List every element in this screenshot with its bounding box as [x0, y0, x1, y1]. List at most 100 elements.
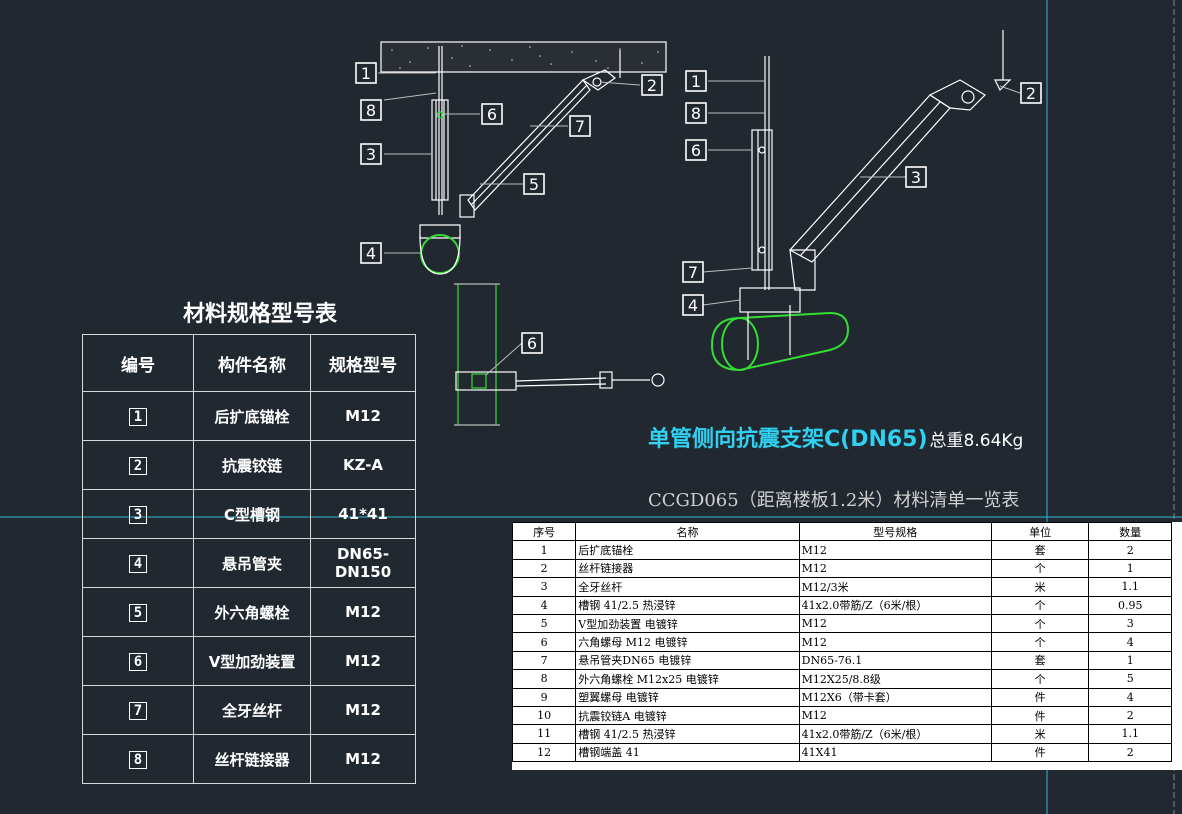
spec-cell-spec: DN65-DN150 — [310, 538, 416, 588]
bom-cell-name: 抗震铰链A 电镀锌 — [575, 705, 800, 726]
bom-cell-no: 7 — [511, 650, 577, 671]
bom-cell-no: 3 — [511, 577, 577, 597]
spec-header-spec: 规格型号 — [310, 334, 416, 392]
spec-number-box: 2 — [129, 456, 147, 475]
callout-box-side: 6 — [521, 332, 543, 354]
bom-cell-qty: 4 — [1088, 632, 1172, 652]
bom-title: CCGD065（距离楼板1.2米）材料清单一览表 — [648, 490, 1020, 511]
bom-cell-unit: 个 — [990, 632, 1090, 652]
bom-cell-name: 六角螺母 M12 电镀锌 — [575, 632, 800, 652]
bom-cell-unit: 个 — [990, 613, 1090, 634]
bom-cell-qty: 2 — [1088, 742, 1172, 763]
vertical-channel — [431, 99, 449, 201]
vertical-channel-iso — [751, 129, 773, 271]
spec-cell-name: V型加劲装置 — [193, 636, 311, 686]
spec-cell-no: 5 — [82, 587, 194, 637]
bom-cell-spec: 41x2.0带筋/Z（6米/根） — [798, 724, 992, 744]
bom-cell-qty: 0.95 — [1088, 595, 1172, 615]
callout-box-right: 1 — [685, 70, 707, 92]
callout-box-right: 8 — [685, 102, 707, 124]
callout-box-left: 8 — [360, 99, 382, 121]
spec-number-box: 3 — [129, 505, 147, 524]
bom-cell-name: 悬吊管夹DN65 电镀锌 — [575, 650, 800, 671]
drawing-title-weight: 总重8.64Kg — [929, 431, 1024, 451]
right-isometric-view — [710, 30, 1012, 372]
callout-number: 8 — [366, 101, 376, 120]
callout-box-left: 4 — [360, 242, 382, 264]
callout-number: 5 — [529, 175, 539, 194]
spec-number-box: 4 — [129, 554, 147, 573]
side-view — [454, 283, 665, 426]
bom-cell-unit: 米 — [990, 724, 1090, 744]
spec-cell-no: 6 — [82, 636, 194, 686]
spec-cell-spec: M12 — [310, 636, 416, 686]
callout-number: 7 — [575, 117, 585, 136]
bom-cell-qty: 1 — [1088, 558, 1172, 579]
bom-cell-qty: 3 — [1088, 613, 1172, 634]
callout-number: 4 — [688, 296, 698, 315]
bom-cell-spec: M12 — [798, 558, 992, 579]
bom-cell-name: 槽钢 41/2.5 热浸锌 — [575, 595, 800, 615]
spec-cell-name: 全牙丝杆 — [193, 685, 311, 735]
bom-cell-qty: 4 — [1088, 687, 1172, 707]
spec-cell-spec: M12 — [310, 587, 416, 637]
spec-cell-name: C型槽钢 — [193, 489, 311, 539]
bom-cell-spec: 41x2.0带筋/Z（6米/根） — [798, 595, 992, 615]
spec-cell-spec: M12 — [310, 391, 416, 441]
bom-cell-spec: M12 — [798, 540, 992, 560]
spec-table-title: 材料规格型号表 — [182, 302, 337, 327]
bom-cell-name: 后扩底锚栓 — [575, 540, 800, 560]
callout-number: 2 — [1026, 84, 1036, 103]
spec-cell-spec: M12 — [310, 685, 416, 735]
bom-header-row: 序号 名称 型号规格 单位 数量 — [511, 521, 1172, 542]
bom-cell-unit: 米 — [990, 577, 1090, 597]
bom-cell-spec: M12X6（带卡套） — [798, 687, 992, 707]
spec-cell-name: 抗震铰链 — [193, 440, 311, 490]
spec-cell-no: 4 — [82, 538, 194, 588]
callout-number: 3 — [366, 145, 376, 164]
bom-cell-no: 8 — [511, 669, 577, 689]
bom-header-name: 名称 — [575, 521, 800, 542]
bom-cell-no: 5 — [511, 613, 577, 634]
callout-box-left: 2 — [641, 74, 663, 96]
concrete-slab — [380, 41, 667, 73]
callout-box-right: 3 — [905, 166, 927, 188]
spec-number-box: 8 — [129, 750, 147, 769]
spec-number-box: 5 — [129, 603, 147, 622]
leader-lines — [378, 72, 1021, 376]
bom-cell-no: 12 — [511, 742, 577, 763]
spec-cell-name: 悬吊管夹 — [193, 538, 311, 588]
pipe-right — [710, 311, 850, 372]
bom-cell-no: 1 — [511, 540, 577, 560]
spec-cell-name: 外六角螺栓 — [193, 587, 311, 637]
callout-box-right: 6 — [685, 139, 707, 161]
bom-cell-no: 11 — [511, 724, 577, 744]
left-elevation-view — [380, 41, 667, 275]
callout-box-left: 6 — [481, 103, 503, 125]
bom-cell-unit: 个 — [990, 595, 1090, 615]
bom-cell-unit: 套 — [990, 650, 1090, 671]
bom-cell-unit: 件 — [990, 742, 1090, 763]
spec-cell-no: 1 — [82, 391, 194, 441]
bom-cell-unit: 件 — [990, 705, 1090, 726]
bom-cell-no: 4 — [511, 595, 577, 615]
bom-cell-spec: M12 — [798, 613, 992, 634]
callout-box-right: 7 — [682, 261, 704, 283]
bom-cell-unit: 个 — [990, 558, 1090, 579]
bom-cell-spec: M12X25/8.8级 — [798, 669, 992, 689]
bom-cell-name: 外六角螺栓 M12x25 电镀锌 — [575, 669, 800, 689]
callout-number: 1 — [361, 64, 371, 83]
bom-cell-name: 槽钢端盖 41 — [575, 742, 800, 763]
diagonal-brace — [467, 79, 591, 211]
bom-cell-spec: 41X41 — [798, 742, 992, 763]
bom-cell-no: 10 — [511, 705, 577, 726]
